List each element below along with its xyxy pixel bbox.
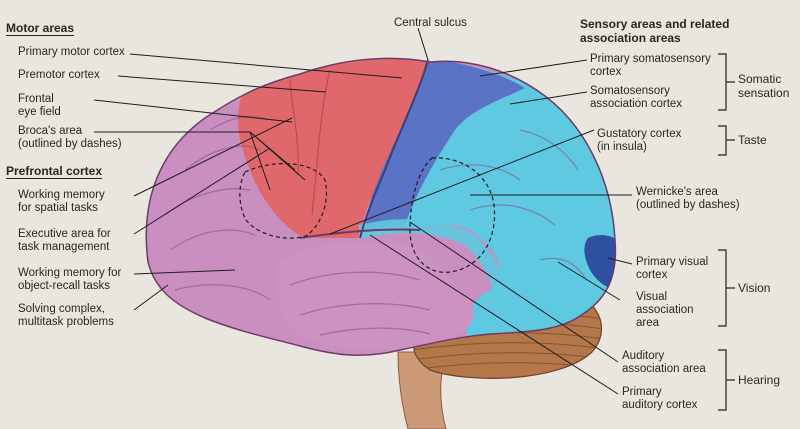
group-brackets — [718, 53, 735, 411]
wm-spatial-label-2: for spatial tasks — [18, 202, 98, 214]
somatic-sensation-label-1: Somatic — [738, 72, 782, 86]
somatosensory-assoc-label-1: Somatosensory — [590, 85, 670, 97]
gustatory-cortex-label-1: Gustatory cortex — [597, 128, 682, 140]
hearing-label: Hearing — [738, 373, 781, 387]
executive-area-label-1: Executive area for — [18, 228, 111, 240]
primary-auditory-label-1: Primary — [622, 386, 662, 398]
wm-object-label-1: Working memory for — [18, 267, 122, 279]
wernickes-area-label-1: Wernicke's area — [636, 186, 718, 198]
temporal-lobe — [276, 241, 474, 350]
brocas-area-label-1: Broca's area — [18, 125, 83, 137]
premotor-cortex-label: Premotor cortex — [18, 69, 100, 81]
primary-somatosensory-label-2: cortex — [590, 66, 622, 78]
primary-motor-cortex-label: Primary motor cortex — [18, 46, 125, 58]
auditory-assoc-label-2: association area — [622, 363, 706, 375]
sensory-areas-heading-1: Sensory areas and related — [580, 17, 730, 31]
primary-auditory-label-2: auditory cortex — [622, 399, 698, 411]
gustatory-cortex-label-2: (in insula) — [597, 141, 647, 153]
vision-label: Vision — [738, 281, 771, 295]
solving-complex-label-2: multitask problems — [18, 316, 114, 328]
wm-object-label-2: object-recall tasks — [18, 280, 111, 292]
wernicke-dashed-outline — [409, 157, 496, 273]
visual-assoc-label-2: association — [636, 304, 694, 316]
motor-region — [237, 58, 428, 238]
frontal-eye-field-label-2: eye field — [18, 106, 61, 118]
somatosensory-assoc-label-2: association cortex — [590, 98, 683, 110]
taste-label: Taste — [738, 133, 767, 147]
primary-visual-label-2: cortex — [636, 269, 668, 281]
visual-assoc-label-3: area — [636, 317, 660, 329]
somatosensory-region — [365, 58, 525, 230]
somatic-sensation-label-2: sensation — [738, 86, 790, 100]
motor-areas-heading: Motor areas — [6, 21, 75, 36]
visual-assoc-label-1: Visual — [636, 291, 668, 303]
leader-lines — [93, 27, 633, 395]
cerebrum — [145, 57, 617, 356]
prefrontal-cortex-heading: Prefrontal cortex — [6, 164, 103, 179]
wernickes-area-label-2: (outlined by dashes) — [636, 199, 740, 211]
primary-visual-label-1: Primary visual — [636, 256, 709, 268]
solving-complex-label-1: Solving complex, — [18, 303, 105, 315]
frontal-eye-field-label-1: Frontal — [18, 93, 54, 105]
lateral-sulcus — [299, 228, 421, 239]
primary-somatosensory-label-1: Primary somatosensory — [590, 53, 711, 65]
sensory-areas-heading-2: association areas — [580, 31, 681, 45]
auditory-assoc-label-1: Auditory — [622, 350, 665, 362]
wm-spatial-label-1: Working memory — [18, 189, 105, 201]
broca-dashed-outline — [239, 162, 328, 239]
executive-area-label-2: task management — [18, 241, 110, 253]
brocas-area-label-2: (outlined by dashes) — [18, 138, 122, 150]
central-sulcus-label: Central sulcus — [394, 17, 467, 29]
